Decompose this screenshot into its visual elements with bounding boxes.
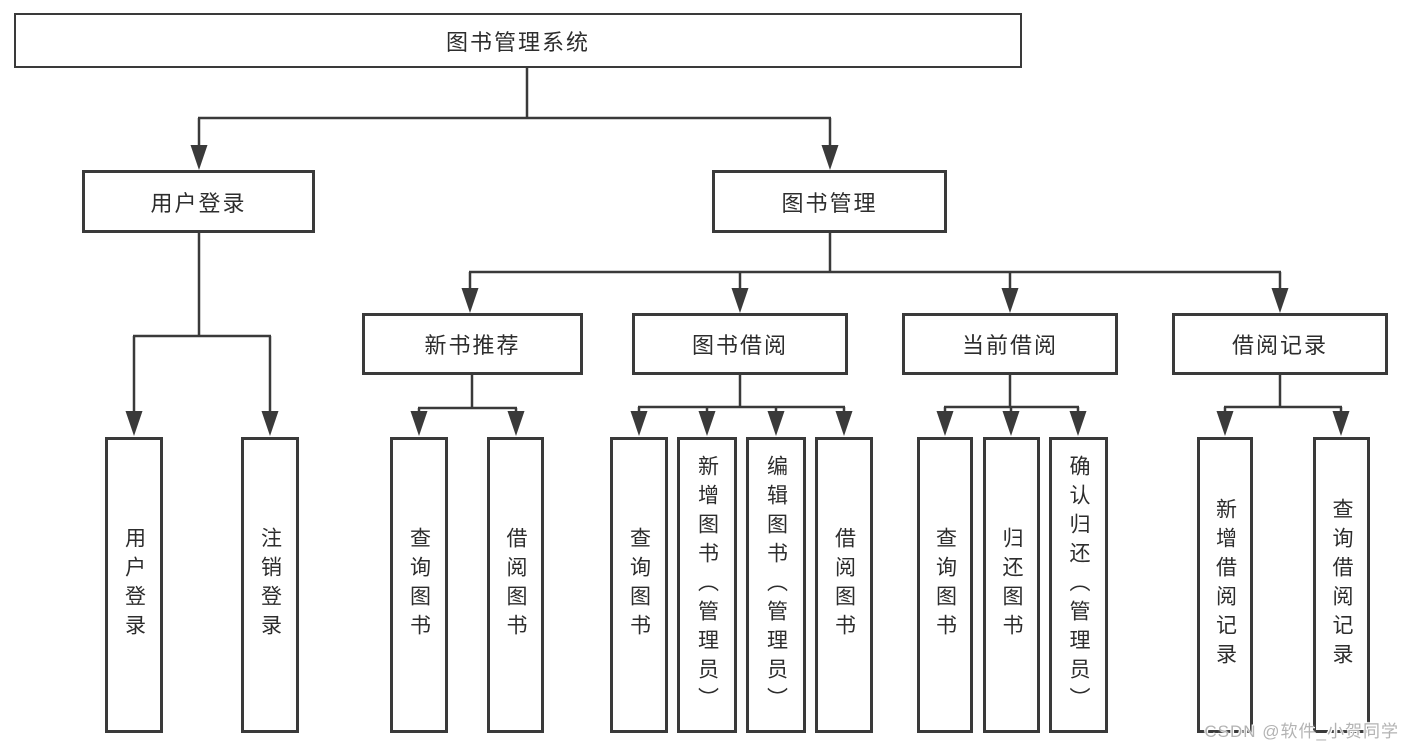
node-book-borrowing: 图书借阅 [632,313,848,375]
leaf-nbr-query-books: 查询图书 [390,437,448,733]
leaf-br-add-record: 新增借阅记录 [1197,437,1253,733]
leaf-nbr-borrow-books: 借阅图书 [487,437,544,733]
leaf-cb-query-books: 查询图书 [917,437,973,733]
leaf-bb-edit-book-admin: 编辑图书（管理员） [746,437,806,733]
node-current-borrowing: 当前借阅 [902,313,1118,375]
node-root: 图书管理系统 [14,13,1022,68]
leaf-user-login: 用户登录 [105,437,163,733]
node-user-login: 用户登录 [82,170,315,233]
node-borrow-records: 借阅记录 [1172,313,1388,375]
node-new-book-recommend: 新书推荐 [362,313,583,375]
leaf-bb-query-books: 查询图书 [610,437,668,733]
leaf-logout: 注销登录 [241,437,299,733]
leaf-bb-add-book-admin: 新增图书（管理员） [677,437,737,733]
node-book-management: 图书管理 [712,170,947,233]
leaf-cb-return-books: 归还图书 [983,437,1040,733]
leaf-bb-borrow-books: 借阅图书 [815,437,873,733]
watermark: CSDN @软件_小贺同学 [1204,722,1399,741]
leaf-cb-confirm-return-admin: 确认归还（管理员） [1049,437,1108,733]
leaf-br-query-record: 查询借阅记录 [1313,437,1370,733]
